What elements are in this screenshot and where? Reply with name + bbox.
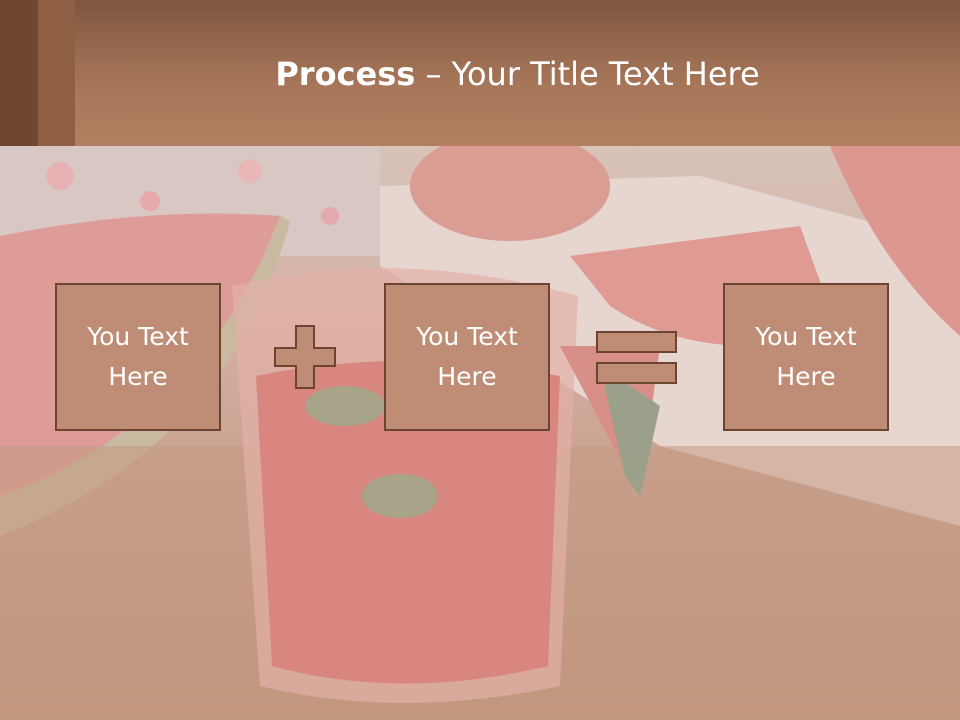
process-box-1-text: You Text Here <box>87 322 189 391</box>
process-box-1: You Text Here <box>55 283 221 431</box>
process-box-2-text: You Text Here <box>416 322 518 391</box>
process-box-3-text: You Text Here <box>755 322 857 391</box>
equals-icon <box>596 331 677 384</box>
plus-icon <box>274 325 336 389</box>
process-box-3: You Text Here <box>723 283 889 431</box>
background-photo <box>0 146 960 720</box>
watermelon-photo <box>0 146 960 720</box>
slide-title: Process – Your Title Text Here <box>75 52 960 96</box>
title-bar-accent-dark <box>0 0 38 146</box>
title-rest: – Your Title Text Here <box>415 55 760 93</box>
process-box-2: You Text Here <box>384 283 550 431</box>
title-bar-accent-mid <box>38 0 75 146</box>
title-bar: Process – Your Title Text Here <box>0 0 960 146</box>
title-bold: Process <box>275 55 416 93</box>
